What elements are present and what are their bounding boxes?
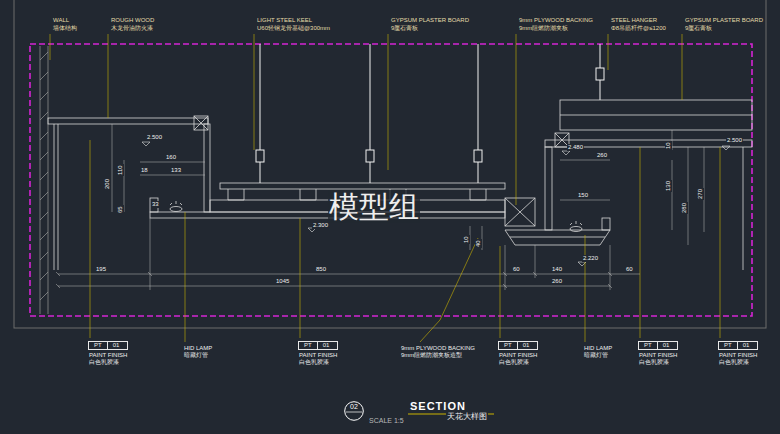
dimension-text: 2.220: [582, 255, 599, 262]
annotation-text: PAINT FINISH: [298, 352, 338, 359]
dimension-text: 40: [475, 239, 482, 248]
annotation-text: GYPSUM PLASTER BOARD: [390, 17, 470, 24]
annotation-text: HID LAMP: [583, 345, 613, 352]
annotation-text: GYPSUM PLASTER BOARD: [684, 17, 764, 24]
finish-tag: PT01: [638, 341, 678, 350]
annotation-text: 白色乳胶漆: [638, 359, 670, 366]
tag-text: PT: [639, 342, 657, 349]
dimension-text: 110: [117, 164, 124, 176]
dimension-text: 2.300: [312, 222, 329, 229]
dimension-text: 260: [551, 278, 563, 285]
annotation-text: ROUGH WOOD: [110, 17, 155, 24]
dimension-text: 60: [625, 266, 634, 273]
dimension-text: 140: [551, 266, 563, 273]
dimension-text: 10: [665, 141, 672, 150]
dimension-text: 60: [512, 266, 521, 273]
dimension-text: 270: [697, 188, 704, 200]
dimension-text: 1045: [275, 278, 290, 285]
annotation-text: HID LAMP: [183, 345, 213, 352]
dimension-text: 18: [140, 167, 149, 174]
annotation-text: 9mm PLYWOOD BACKING: [518, 17, 594, 24]
dimension-text: 2.500: [146, 134, 163, 141]
annotation-text: 9mm阻燃防潮夹板造型: [400, 352, 463, 359]
annotation-text: LIGHT STEEL KEEL: [256, 17, 313, 24]
annotation-text: WALL: [52, 17, 70, 24]
dimension-text: 280: [681, 202, 688, 214]
annotation-text: 暗藏灯管: [583, 352, 609, 359]
tag-text: PT: [89, 342, 107, 349]
detail-number: 02: [344, 401, 364, 421]
annotation-text: 9厘石膏板: [684, 25, 713, 32]
dimension-text: 133: [170, 167, 182, 174]
dimension-text: 10: [463, 235, 470, 244]
annotation-text: 木龙骨油防火漆: [110, 25, 154, 32]
annotation-text: Φ8吊筋杆件@≤1200: [610, 25, 667, 32]
finish-tag: PT01: [298, 341, 338, 350]
tag-text: 01: [107, 342, 125, 349]
dimension-text: 65: [117, 205, 124, 214]
tag-text: 01: [317, 342, 335, 349]
tag-text: PT: [499, 342, 517, 349]
annotation-text: PAINT FINISH: [88, 352, 128, 359]
tag-text: PT: [299, 342, 317, 349]
annotation-text: U60轻钢龙骨基础@300mm: [256, 25, 331, 32]
annotation-text: 白色乳胶漆: [498, 359, 530, 366]
tag-text: 01: [657, 342, 675, 349]
tag-text: PT: [719, 342, 737, 349]
tag-text: 02: [344, 401, 364, 410]
dimension-text: 150: [577, 192, 589, 199]
dimension-text: 33: [151, 201, 160, 208]
annotation-text: 9mm PLYWOOD BACKING: [400, 345, 476, 352]
annotation-text: 白色乳胶漆: [718, 359, 750, 366]
dimension-text: 130: [665, 180, 672, 192]
section-title: SECTION: [410, 401, 466, 412]
annotation-text: 白色乳胶漆: [298, 359, 330, 366]
annotation-text: PAINT FINISH: [718, 352, 758, 359]
dimension-text: 200: [104, 178, 111, 190]
annotation-text: 9厘石膏板: [390, 25, 419, 32]
dimension-text: 850: [315, 266, 327, 273]
watermark: 模型组: [328, 190, 420, 223]
dimension-text: 160: [165, 154, 177, 161]
annotation-text: 9mm阻燃防潮夹板: [518, 25, 569, 32]
dimension-text: 195: [95, 266, 107, 273]
dimension-text: 2.500: [726, 137, 743, 144]
finish-tag: PT01: [88, 341, 128, 350]
tag-text: 01: [517, 342, 535, 349]
annotation-text: 墙体结构: [52, 25, 78, 32]
annotation-text: PAINT FINISH: [638, 352, 678, 359]
annotation-text: 白色乳胶漆: [88, 359, 120, 366]
annotation-text: PAINT FINISH: [498, 352, 538, 359]
annotation-text: SCALE 1:5: [368, 417, 405, 425]
annotation-text: STEEL HANGER: [610, 17, 658, 24]
annotation-text: 天花大样图: [446, 413, 488, 422]
tag-text: 01: [737, 342, 755, 349]
dimension-text: 260: [596, 152, 608, 159]
annotation-text: 暗藏灯管: [183, 352, 209, 359]
finish-tag: PT01: [718, 341, 758, 350]
dimension-text: 2.480: [567, 144, 584, 151]
finish-tag: PT01: [498, 341, 538, 350]
